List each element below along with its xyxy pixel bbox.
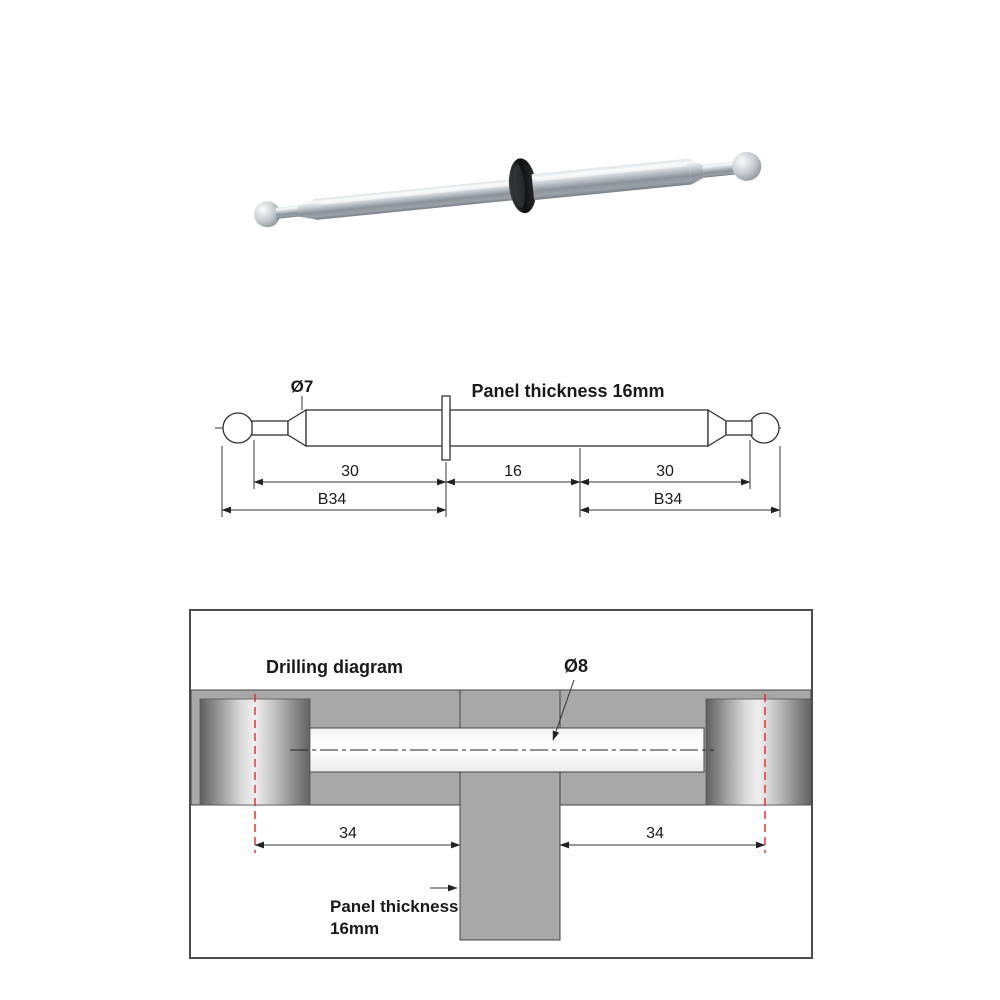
product-photo <box>254 151 762 228</box>
hole-diameter-label: Ø8 <box>564 656 588 676</box>
dim-left-overall-label: B34 <box>318 491 347 508</box>
dim-panel-label: 16 <box>504 463 522 480</box>
panel-thickness-note-line2: 16mm <box>330 919 379 938</box>
dimension-drawing: Ø7 Panel thickness 16mm 30 16 30 B34 B34 <box>215 377 785 517</box>
drilling-diagram: Drilling diagram Ø8 34 34 Panel thicknes… <box>189 609 813 959</box>
photo-left-ball <box>254 201 281 228</box>
dim-right-body-label: 30 <box>656 463 674 480</box>
photo-right-cone <box>688 158 704 185</box>
photo-left-body-highlight <box>318 181 516 206</box>
photo-right-neck <box>702 161 737 178</box>
dim-left-offset-label: 34 <box>339 825 357 842</box>
left-pin-outline <box>251 420 289 436</box>
panel-thickness-note-line1: Panel thickness <box>330 897 459 916</box>
photo-right-body-highlight <box>534 162 687 182</box>
left-body-outline <box>305 409 447 447</box>
hole-diameter-leader <box>552 679 575 741</box>
photo-left-neck <box>275 205 301 219</box>
panel-thickness-label: Panel thickness 16mm <box>471 381 664 401</box>
right-ball-outline <box>748 412 780 444</box>
right-shaft-outline <box>449 409 709 447</box>
dim-left-body-label: 30 <box>341 463 359 480</box>
left-cone-outline <box>287 408 307 448</box>
dim-right-offset-label: 34 <box>646 825 664 842</box>
photo-washer-highlight <box>513 164 526 208</box>
diameter-label: Ø7 <box>291 377 314 396</box>
left-ball-outline <box>222 412 254 444</box>
drilling-title: Drilling diagram <box>266 657 403 677</box>
flange-outline <box>441 395 451 461</box>
right-pin-outline <box>725 420 753 436</box>
right-cam-hole-cylinder <box>705 698 812 806</box>
photo-left-cone <box>297 198 319 220</box>
photo-right-ball <box>732 151 762 181</box>
right-cone-outline <box>707 408 727 448</box>
dim-right-overall-label: B34 <box>654 491 683 508</box>
